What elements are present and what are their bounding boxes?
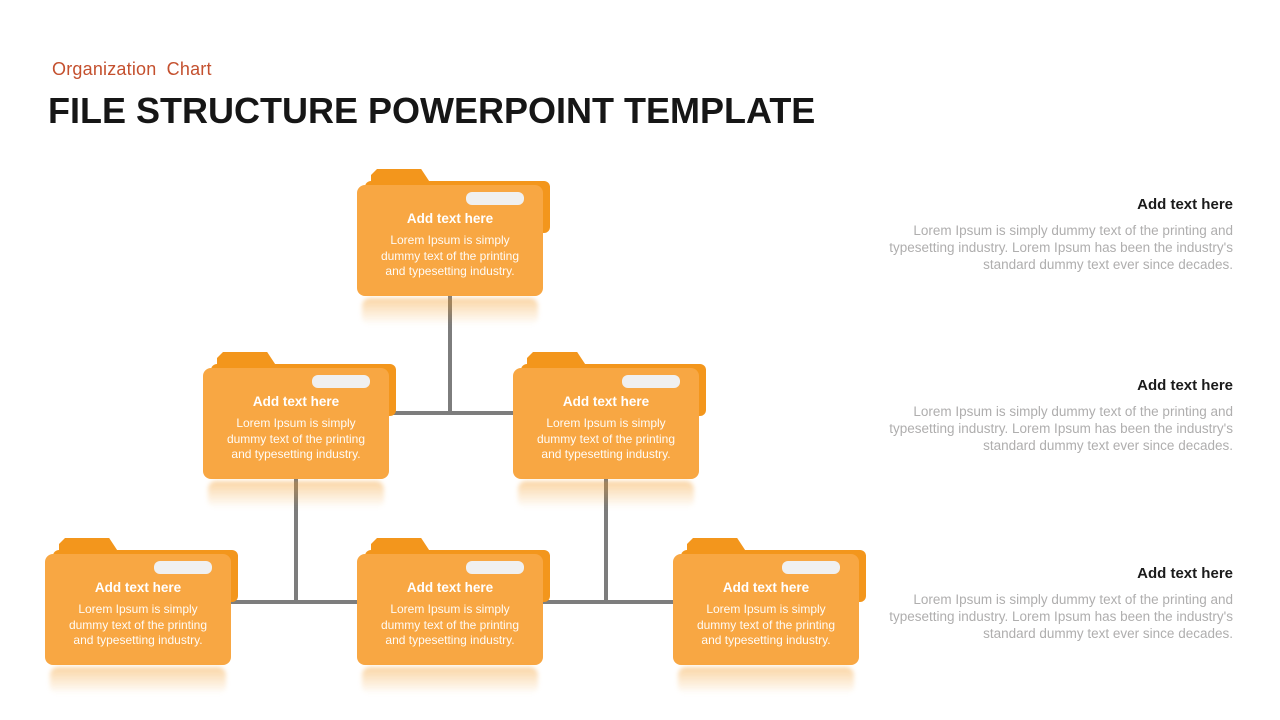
folder-node-level3-left: Add text here Lorem Ipsum is simply dumm…	[45, 538, 238, 694]
folder-node-level2-right: Add text here Lorem Ipsum is simply dumm…	[513, 352, 706, 508]
folder-icon: Add text here Lorem Ipsum is simply dumm…	[203, 368, 389, 479]
folder-node-level3-center: Add text here Lorem Ipsum is simply dumm…	[357, 538, 550, 694]
node-title: Add text here	[406, 580, 494, 595]
side-note-1: Add text here Lorem Ipsum is simply dumm…	[888, 196, 1233, 273]
node-title: Add text here	[406, 211, 494, 226]
side-note-body: Lorem Ipsum is simply dummy text of the …	[889, 592, 1233, 641]
side-note-body: Lorem Ipsum is simply dummy text of the …	[889, 404, 1233, 453]
folder-reflection	[362, 667, 538, 694]
node-body-text: Lorem Ipsum is simply dummy text of the …	[696, 602, 836, 647]
folder-reflection	[362, 298, 538, 325]
side-note-3: Add text here Lorem Ipsum is simply dumm…	[888, 565, 1233, 642]
node-body-text: Lorem Ipsum is simply dummy text of the …	[536, 416, 676, 461]
folder-icon: Add text here Lorem Ipsum is simply dumm…	[513, 368, 699, 479]
folder-label-slot	[782, 561, 840, 574]
connector-level2-horizontal	[386, 411, 516, 415]
folder-node-level3-right: Add text here Lorem Ipsum is simply dumm…	[673, 538, 866, 694]
node-body-text: Lorem Ipsum is simply dummy text of the …	[380, 233, 520, 278]
folder-label-slot	[154, 561, 212, 574]
folder-node-root: Add text here Lorem Ipsum is simply dumm…	[357, 169, 550, 325]
node-title: Add text here	[252, 394, 340, 409]
node-title: Add text here	[722, 580, 810, 595]
side-note-body: Lorem Ipsum is simply dummy text of the …	[889, 223, 1233, 272]
folder-reflection	[518, 481, 694, 508]
folder-node-level2-left: Add text here Lorem Ipsum is simply dumm…	[203, 352, 396, 508]
folder-label-slot	[466, 561, 524, 574]
connector-right-vertical	[604, 472, 608, 604]
folder-label-slot	[312, 375, 370, 388]
node-body-text: Lorem Ipsum is simply dummy text of the …	[226, 416, 366, 461]
node-body-text: Lorem Ipsum is simply dummy text of the …	[380, 602, 520, 647]
folder-reflection	[208, 481, 384, 508]
folder-reflection	[50, 667, 226, 694]
node-title: Add text here	[562, 394, 650, 409]
node-title: Add text here	[94, 580, 182, 595]
folder-label-slot	[622, 375, 680, 388]
side-note-title: Add text here	[1137, 377, 1233, 394]
side-note-title: Add text here	[1137, 196, 1233, 213]
folder-label-slot	[466, 192, 524, 205]
side-note-2: Add text here Lorem Ipsum is simply dumm…	[888, 377, 1233, 454]
node-body-text: Lorem Ipsum is simply dummy text of the …	[68, 602, 208, 647]
page-title: FILE STRUCTURE POWERPOINT TEMPLATE	[48, 90, 816, 131]
connector-left-vertical	[294, 472, 298, 604]
folder-icon: Add text here Lorem Ipsum is simply dumm…	[45, 554, 231, 665]
side-note-title: Add text here	[1137, 565, 1233, 582]
connector-root-vertical	[448, 295, 452, 415]
slide-eyebrow: Organization Chart	[52, 59, 212, 79]
folder-icon: Add text here Lorem Ipsum is simply dumm…	[357, 554, 543, 665]
folder-icon: Add text here Lorem Ipsum is simply dumm…	[673, 554, 859, 665]
folder-reflection	[678, 667, 854, 694]
folder-icon: Add text here Lorem Ipsum is simply dumm…	[357, 185, 543, 296]
